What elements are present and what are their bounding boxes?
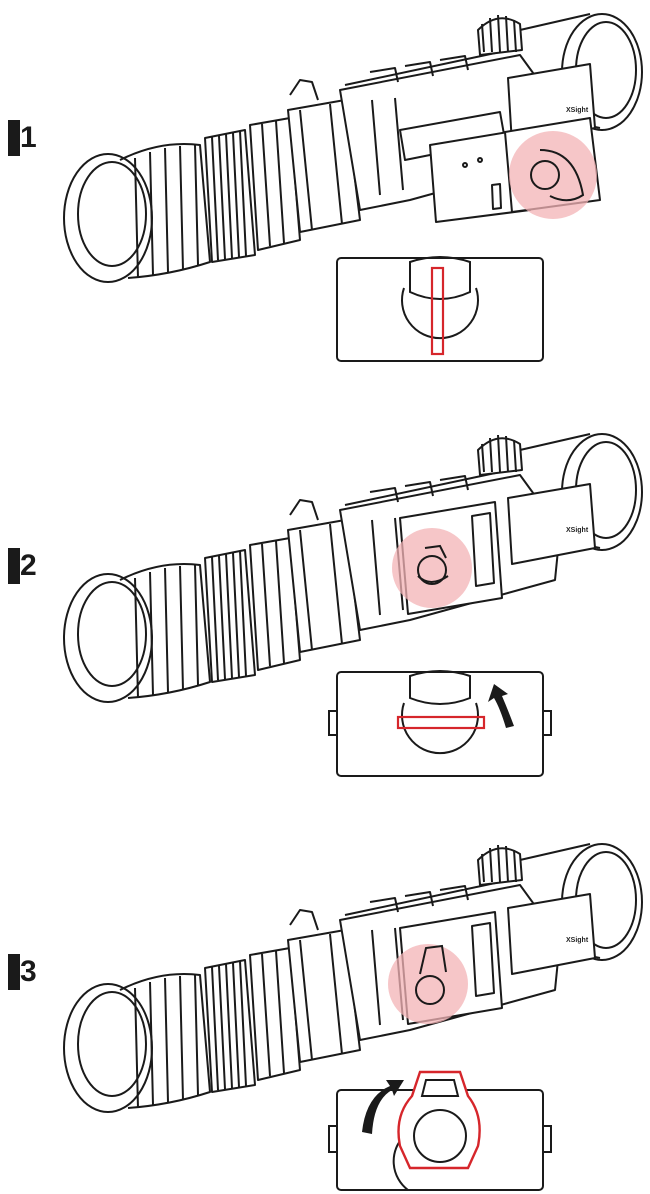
brand-label: XSight — [566, 937, 589, 944]
step-number-badge: 1 — [8, 120, 42, 156]
focus-ring — [204, 959, 256, 1093]
highlight-circle — [388, 944, 468, 1024]
step-number-badge: 2 — [8, 548, 42, 584]
detail-inset — [328, 670, 552, 777]
detail-inset — [328, 1070, 552, 1191]
highlight-circle — [392, 528, 472, 608]
step-number: 1 — [20, 120, 42, 156]
scope-illustration: XSight — [63, 13, 643, 362]
step-2: 2 — [0, 398, 650, 796]
brand-label: XSight — [566, 527, 589, 534]
lift-arrow-icon — [362, 1080, 404, 1134]
latch-slot-horizontal — [396, 715, 486, 730]
step-3: 3 — [0, 796, 650, 1194]
step-number: 3 — [20, 954, 42, 990]
eyecup — [63, 563, 211, 703]
rotate-arrow-icon — [488, 684, 514, 728]
battery-latch — [415, 944, 447, 1005]
latch-slot-vertical — [430, 266, 445, 356]
focus-ring — [204, 129, 256, 263]
step-1: 1 — [0, 0, 650, 398]
latch-lifted-outline — [397, 1070, 481, 1170]
highlight-circle — [509, 131, 597, 219]
step-number-badge: 3 — [8, 954, 42, 990]
detail-inset — [336, 256, 544, 362]
eyecup — [63, 143, 211, 283]
eyecup — [63, 973, 211, 1113]
scope-illustration: XSight — [63, 843, 643, 1191]
focus-ring — [204, 549, 256, 683]
battery-latch — [417, 544, 449, 585]
brand-label: XSight — [566, 107, 589, 114]
battery-latch — [530, 149, 585, 202]
scope-illustration: XSight — [63, 433, 643, 777]
step-number: 2 — [20, 548, 42, 584]
